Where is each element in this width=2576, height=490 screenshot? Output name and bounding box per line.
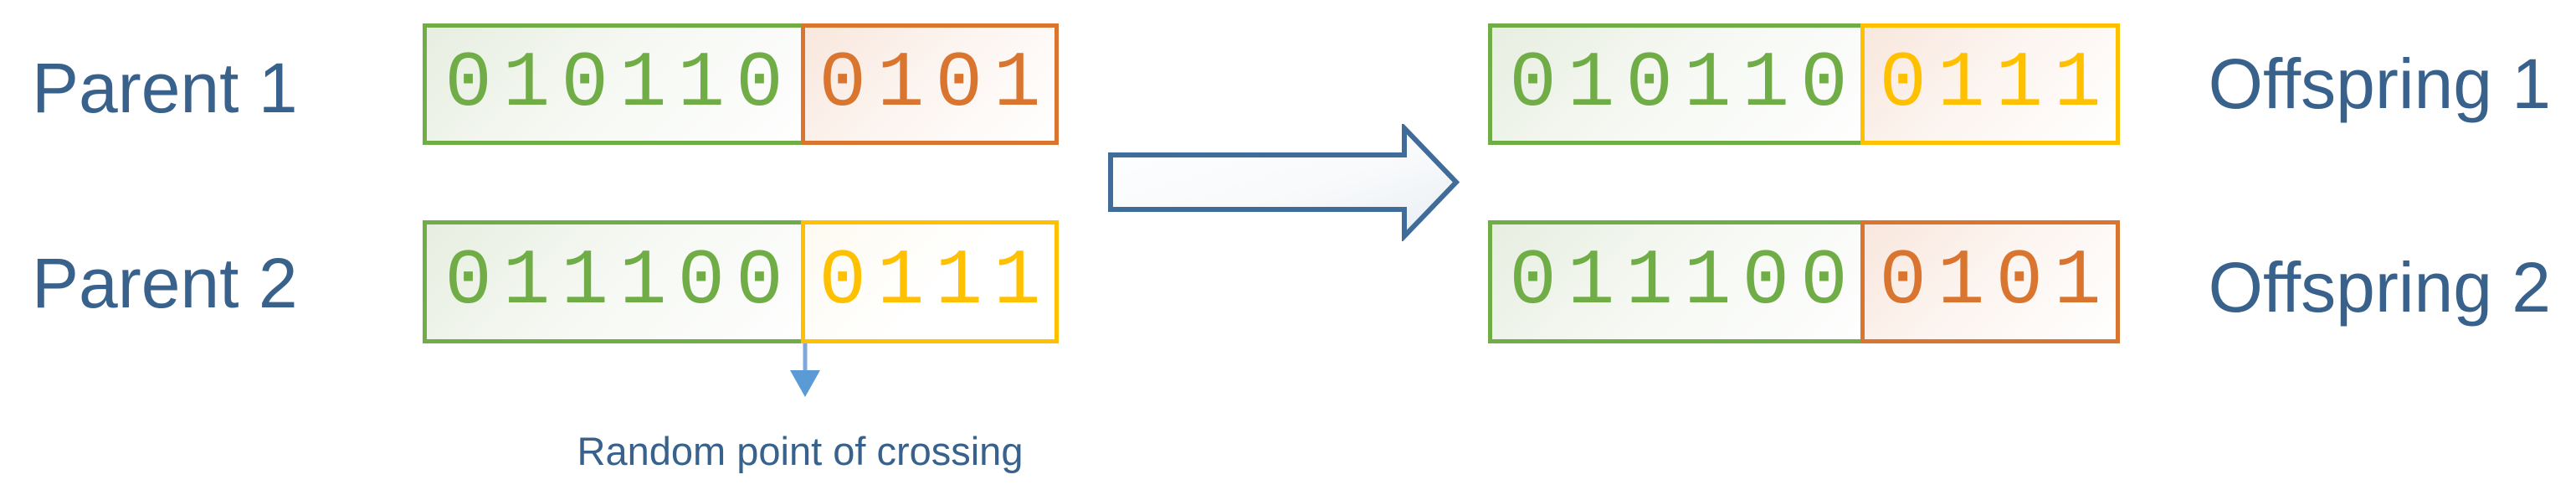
parent2-label: Parent 2 (32, 244, 298, 322)
parent1-tail-segment: 0101 (801, 23, 1059, 145)
offspring2-label: Offspring 2 (2208, 248, 2551, 327)
parent1-label: Parent 1 (32, 49, 298, 127)
crossing-point-caption: Random point of crossing (577, 429, 1024, 473)
crossing-point-down-arrow-icon (790, 342, 820, 397)
offspring2-head-segment: 011100 (1488, 220, 1869, 343)
offspring2-tail-segment: 0101 (1860, 220, 2120, 343)
transform-right-arrow-icon (1108, 124, 1460, 241)
parent2-head-segment: 011100 (423, 220, 805, 343)
offspring1-tail-segment: 0111 (1860, 23, 2120, 145)
offspring1-label: Offspring 1 (2208, 44, 2551, 123)
offspring1-head-segment: 010110 (1488, 23, 1869, 145)
parent2-tail-segment: 0111 (801, 220, 1059, 343)
parent1-head-segment: 010110 (423, 23, 805, 145)
